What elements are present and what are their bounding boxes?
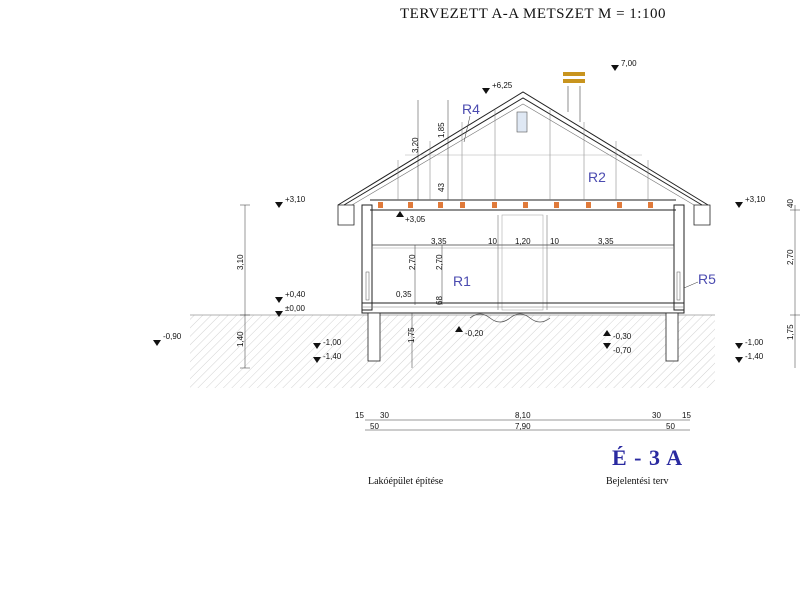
ceiling-beams xyxy=(378,202,653,208)
dimension-lines xyxy=(240,100,800,431)
dim-span-right: 3,35 xyxy=(598,237,614,246)
dim-left-upper: 3,10 xyxy=(236,254,245,270)
room-r2: R2 xyxy=(588,169,606,185)
dim-bottom-30a: 30 xyxy=(380,411,389,420)
sheet-number: É - 3 A xyxy=(612,445,683,470)
dim-right-40: 40 xyxy=(786,199,795,208)
r4-leader xyxy=(463,115,471,143)
dim-bottom-810: 8,10 xyxy=(515,411,531,420)
level-markers xyxy=(153,65,743,363)
level-floor-upper: +0,40 xyxy=(285,290,306,299)
ground-fill xyxy=(190,315,715,388)
room-r5: R5 xyxy=(698,271,716,287)
level-found-left-2: -1,40 xyxy=(323,352,342,361)
dim-bottom-50a: 50 xyxy=(370,422,379,431)
dim-span-left: 3,35 xyxy=(431,237,447,246)
level-found-right-1: -1,00 xyxy=(745,338,764,347)
dim-found-h: 1,75 xyxy=(407,327,416,343)
page-title: TERVEZETT A-A METSZET M = 1:100 xyxy=(0,6,800,23)
r5-leader xyxy=(683,281,699,289)
dim-wall-h1: 2,70 xyxy=(408,254,417,270)
level-floor-zero: ±0,00 xyxy=(285,304,306,313)
roof-window xyxy=(516,111,528,133)
level-mid-020: -0,20 xyxy=(465,329,484,338)
dim-right-270: 2,70 xyxy=(786,249,795,265)
dim-gap-b: 10 xyxy=(550,237,559,246)
dim-roof-h2: 1,85 xyxy=(437,122,446,138)
level-eaves-right: +3,10 xyxy=(745,195,766,204)
room-r4: R4 xyxy=(462,101,480,117)
level-found-left-1: -1,00 xyxy=(323,338,342,347)
level-mid-070: -0,70 xyxy=(613,346,632,355)
dim-wall-h2: 2,70 xyxy=(435,254,444,270)
roof xyxy=(337,91,709,211)
foundations xyxy=(367,312,679,362)
level-ground-left: -0,90 xyxy=(163,332,182,341)
dim-bottom-50b: 50 xyxy=(666,422,675,431)
dim-bottom-15b: 15 xyxy=(682,411,691,420)
level-eaves-left: +3,10 xyxy=(285,195,306,204)
dim-floor-68: 68 xyxy=(435,296,444,305)
plan-type: Bejelentési terv xyxy=(606,476,668,487)
dim-roof-h1: 3,20 xyxy=(411,137,420,153)
project-name: Lakóépület építése xyxy=(368,476,444,487)
walls xyxy=(337,204,711,314)
dim-bottom-30b: 30 xyxy=(652,411,661,420)
dim-bottom-790: 7,90 xyxy=(515,422,531,431)
room-r1: R1 xyxy=(453,273,471,289)
level-found-right-2: -1,40 xyxy=(745,352,764,361)
dim-gap-a: 10 xyxy=(488,237,497,246)
level-slab: 0,35 xyxy=(396,290,412,299)
level-mid-030: -0,30 xyxy=(613,332,632,341)
chimney xyxy=(563,72,585,122)
dim-bottom-15a: 15 xyxy=(355,411,364,420)
title-text: TERVEZETT A-A METSZET M = 1:100 xyxy=(400,6,666,22)
dim-left-lower: 1,40 xyxy=(236,331,245,347)
dim-right-175: 1,75 xyxy=(786,324,795,340)
level-chimney: 7,00 xyxy=(621,59,637,68)
dim-roof-43: 43 xyxy=(437,183,446,192)
dim-door: 1,20 xyxy=(515,237,531,246)
level-ridge: +6,25 xyxy=(492,81,513,90)
level-ceiling: +3,05 xyxy=(405,215,426,224)
